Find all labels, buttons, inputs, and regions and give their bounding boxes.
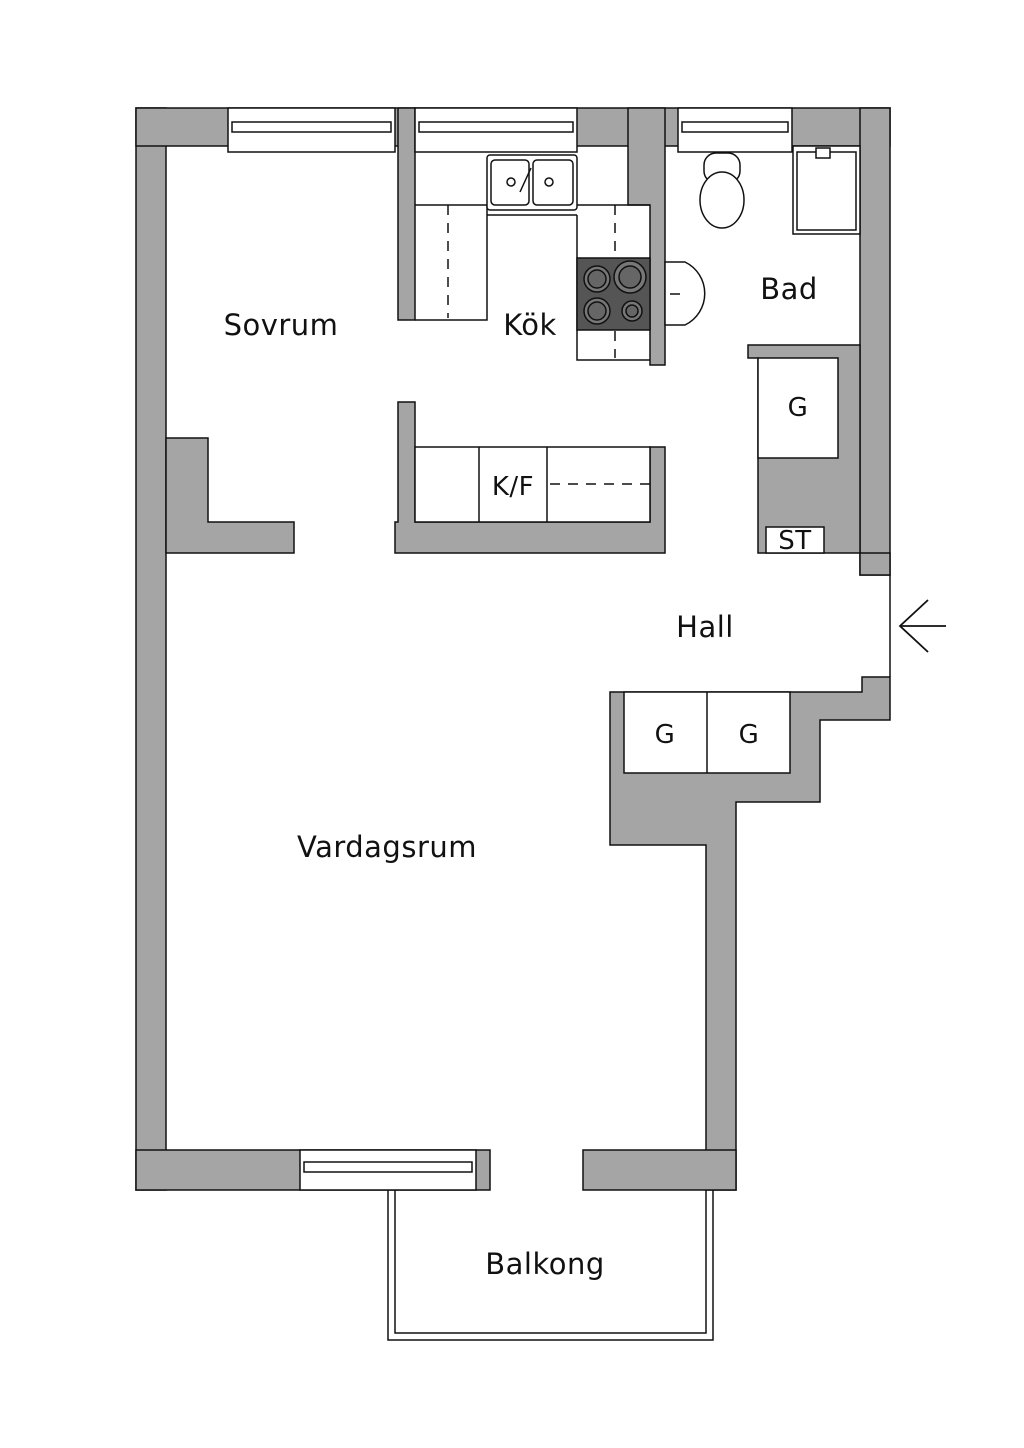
closet-bad xyxy=(757,357,839,459)
room-label-bad: Bad xyxy=(760,272,818,306)
label-garderob-hall-1: G xyxy=(654,720,676,750)
room-label-vardagsrum: Vardagsrum xyxy=(296,830,478,864)
label-stad: ST xyxy=(778,526,812,556)
counter-left xyxy=(415,204,488,321)
label-kyl-frys: K/F xyxy=(491,472,535,502)
wall-kitchen-left xyxy=(397,107,416,321)
label-garderob-bad: G xyxy=(787,393,809,423)
wall-right-upper xyxy=(859,107,891,576)
kitchen-fixtures xyxy=(415,154,651,361)
washbasin xyxy=(664,261,706,326)
wall-left xyxy=(135,107,167,1191)
closet-st xyxy=(765,526,825,554)
bath-fixtures xyxy=(664,145,861,326)
wall-entrance-top xyxy=(859,552,891,576)
wall-sovrum-divider xyxy=(165,437,295,554)
windows xyxy=(227,107,793,1191)
room-label-kok: Kök xyxy=(503,308,557,342)
arrow-left-icon xyxy=(898,599,946,653)
room-label-hall: Hall xyxy=(676,610,734,644)
wall-bottom-right xyxy=(582,1149,737,1191)
toilet xyxy=(699,171,745,229)
walls xyxy=(135,107,891,1191)
label-garderob-hall-2: G xyxy=(738,720,760,750)
balcony xyxy=(387,1190,714,1341)
room-label-balkong: Balkong xyxy=(485,1247,605,1281)
room-label-sovrum: Sovrum xyxy=(223,308,339,342)
storage xyxy=(414,357,839,774)
